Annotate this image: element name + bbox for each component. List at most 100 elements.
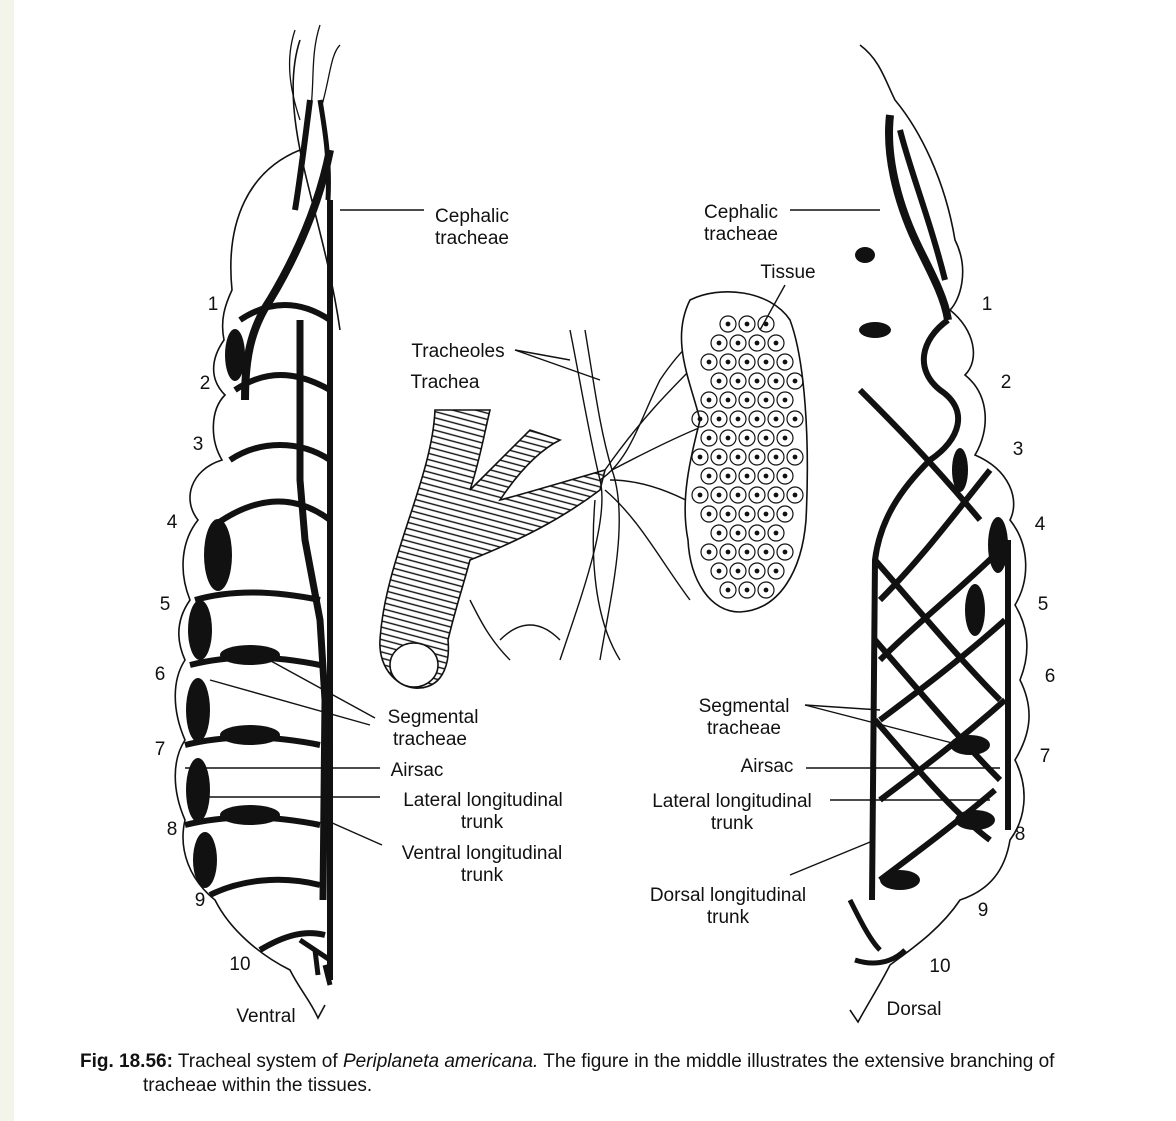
tissue-cell-nucleus: [774, 379, 778, 383]
tissue-cell-nucleus: [755, 569, 759, 573]
tissue-cell-nucleus: [726, 322, 730, 326]
tissue-cell-nucleus: [774, 455, 778, 459]
ventral-segment-7: 7: [155, 739, 166, 760]
ventral-segment-5: 5: [160, 594, 171, 615]
ventral-view-label: Ventral: [236, 1006, 295, 1027]
dorsal-segment-4: 4: [1035, 514, 1046, 535]
ventral-cephalic-label-2: tracheae: [435, 228, 509, 249]
dorsal-segment-10: 10: [929, 956, 950, 977]
ventral-segment-8: 8: [167, 819, 178, 840]
tissue-cell-nucleus: [745, 322, 749, 326]
caption-text-before: Tracheal system of: [178, 1051, 338, 1072]
tissue-cell-nucleus: [764, 398, 768, 402]
tissue-cell-nucleus: [736, 455, 740, 459]
tissue-cell-nucleus: [736, 379, 740, 383]
tissue-cell-nucleus: [717, 569, 721, 573]
dorsal-segment-8: 8: [1015, 824, 1026, 845]
ventral-lateral-label-2: trunk: [461, 812, 504, 833]
tissue-cell-nucleus: [736, 493, 740, 497]
tissue-cell-nucleus: [726, 512, 730, 516]
tissue-cell-nucleus: [717, 455, 721, 459]
dorsal-segmental-label-2: tracheae: [707, 718, 781, 739]
tissue-cell-nucleus: [736, 531, 740, 535]
tissue-cell-nucleus: [793, 493, 797, 497]
ventral-lateral-label-1: Lateral longitudinal: [403, 790, 563, 811]
dorsal-segment-9: 9: [978, 900, 989, 921]
ventral-cephalic-label-1: Cephalic: [435, 206, 509, 227]
ventral-ventral-label-1: Ventral longitudinal: [402, 843, 563, 864]
tissue-cell-nucleus: [755, 455, 759, 459]
tissue-cell-nucleus: [793, 455, 797, 459]
dorsal-segment-7: 7: [1040, 746, 1051, 767]
tissue-cell-nucleus: [764, 474, 768, 478]
tissue-cell-nucleus: [755, 531, 759, 535]
dorsal-cephalic-label-2: tracheae: [704, 224, 778, 245]
figure-caption: Fig. 18.56: Tracheal system of Periplane…: [80, 1050, 1170, 1098]
dorsal-segment-2: 2: [1001, 372, 1012, 393]
tissue-cell-nucleus: [726, 588, 730, 592]
tissue-cell-nucleus: [717, 493, 721, 497]
ventral-segment-2: 2: [200, 373, 211, 394]
tissue-cell-nucleus: [783, 550, 787, 554]
tissue-cell-nucleus: [783, 398, 787, 402]
caption-figure-number: Fig. 18.56:: [80, 1051, 173, 1072]
dorsal-cephalic-label-1: Cephalic: [704, 202, 778, 223]
tissue-cell-nucleus: [793, 379, 797, 383]
ventral-airsac-label: Airsac: [391, 760, 444, 781]
dorsal-lateral-label-2: trunk: [711, 813, 754, 834]
tissue-cell-nucleus: [707, 436, 711, 440]
dorsal-leaders: [790, 210, 1000, 875]
tissue-cell-nucleus: [698, 417, 702, 421]
tissue-cell-nucleus: [755, 493, 759, 497]
dorsal-segment-6: 6: [1045, 666, 1056, 687]
tissue-cell-nucleus: [745, 360, 749, 364]
tissue-cell-nucleus: [717, 417, 721, 421]
tissue-cell-nucleus: [783, 512, 787, 516]
tissue-cell-nucleus: [707, 474, 711, 478]
tissue-label: Tissue: [760, 262, 815, 283]
tissue-cell-nucleus: [707, 512, 711, 516]
tissue-cell-nucleus: [717, 379, 721, 383]
tissue-cell-nucleus: [764, 550, 768, 554]
tissue-cell-nucleus: [774, 341, 778, 345]
tissue-cell-nucleus: [774, 493, 778, 497]
tissue-cell-nucleus: [745, 474, 749, 478]
ventral-segment-3: 3: [193, 434, 204, 455]
tissue-cell-nucleus: [755, 379, 759, 383]
ventral-segment-1: 1: [208, 294, 219, 315]
ventral-segment-10: 10: [229, 954, 250, 975]
tissue-cell-nucleus: [783, 436, 787, 440]
tissue-cell-nucleus: [707, 360, 711, 364]
dorsal-segment-1: 1: [982, 294, 993, 315]
caption-species: Periplaneta americana.: [343, 1051, 538, 1072]
ventral-segment-4: 4: [167, 512, 178, 533]
tissue-cell-nucleus: [774, 531, 778, 535]
caption-line-2: tracheae within the tissues.: [80, 1074, 1170, 1098]
ventral-view-drawing: [175, 25, 340, 1018]
tissue-cell-nucleus: [755, 417, 759, 421]
tracheoles-label: Tracheoles: [411, 341, 504, 362]
tissue-cell-nucleus: [736, 417, 740, 421]
ventral-segment-9: 9: [195, 890, 206, 911]
trachea-label: Trachea: [411, 372, 480, 393]
tissue-cell-nucleus: [736, 341, 740, 345]
dorsal-segment-3: 3: [1013, 439, 1024, 460]
tissue-cell-nucleus: [717, 531, 721, 535]
dorsal-airsac-label: Airsac: [741, 756, 794, 777]
tissue-cell-nucleus: [726, 550, 730, 554]
dorsal-dorsal-label-2: trunk: [707, 907, 750, 928]
dorsal-segmental-label-1: Segmental: [699, 696, 790, 717]
tissue-cell-nucleus: [726, 360, 730, 364]
dorsal-segment-5: 5: [1038, 594, 1049, 615]
tissue-cell-nucleus: [745, 550, 749, 554]
tissue-cell-nucleus: [783, 360, 787, 364]
tissue-cell-nucleus: [745, 398, 749, 402]
dorsal-dorsal-label-1: Dorsal longitudinal: [650, 885, 806, 906]
tissue-cell-nucleus: [774, 569, 778, 573]
tissue-cell-nucleus: [793, 417, 797, 421]
tissue-cell-nucleus: [707, 398, 711, 402]
tissue-cell-nucleus: [745, 512, 749, 516]
tissue-cell-nucleus: [764, 512, 768, 516]
tissue-cell-nucleus: [764, 588, 768, 592]
tissue-cell-nucleus: [774, 417, 778, 421]
